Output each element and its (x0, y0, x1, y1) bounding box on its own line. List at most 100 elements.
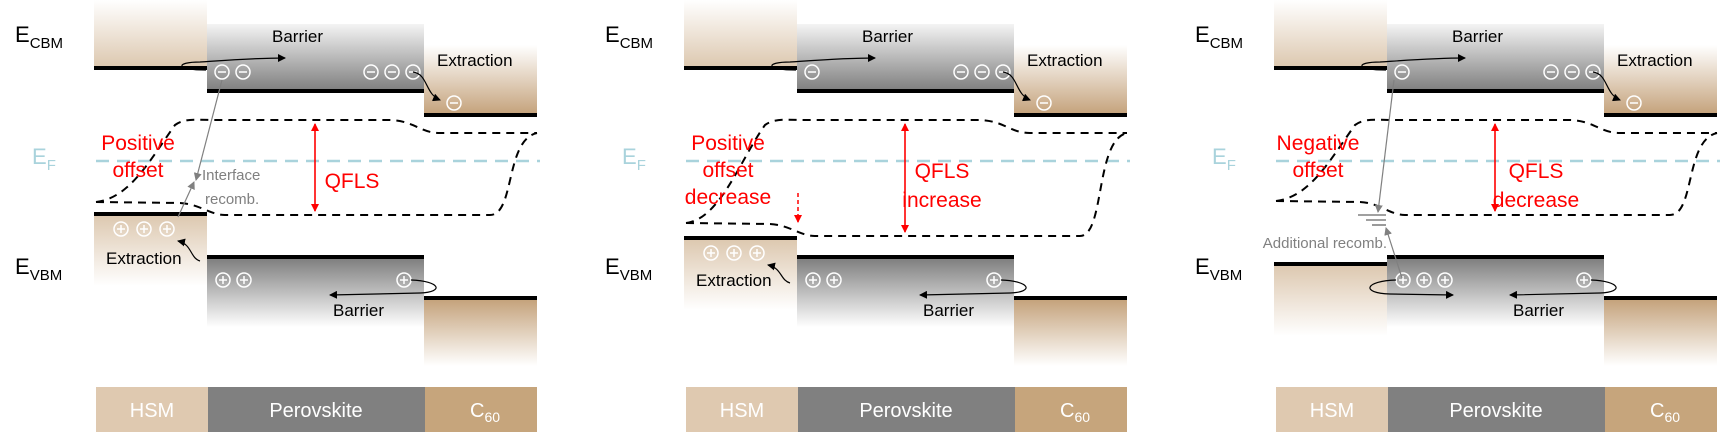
extracted-electron-icon (1626, 95, 1642, 111)
legend-c60 (425, 387, 537, 432)
evbm-label: EVBM (1195, 254, 1242, 284)
recomb-arrow-hole (1384, 227, 1403, 279)
recomb-arrow-electron (193, 79, 223, 181)
hole-icon (826, 272, 842, 288)
hole-circle (749, 245, 765, 261)
hole-circle (805, 272, 821, 288)
ef-label: EF (1212, 144, 1236, 174)
ef-label: EF (32, 144, 56, 174)
extraction-label-cbm: Extraction (437, 51, 513, 70)
legend-perovskite-label: Perovskite (269, 400, 362, 422)
barrier-label-vbm: Barrier (923, 301, 974, 320)
electron-icon (1394, 64, 1410, 80)
recomb-label-line: Interface (202, 167, 260, 184)
electron-icon (384, 64, 400, 80)
legend-hsm (1276, 387, 1388, 432)
electron-circle (1543, 64, 1559, 80)
offset-label-line: offset (1293, 159, 1344, 182)
trap-state-icon (1358, 214, 1386, 226)
hsm-vbm-line (1274, 262, 1387, 266)
barrier-arrow-cbm (181, 54, 286, 71)
extraction-arrow-cbm (412, 71, 441, 102)
hole-icon (1416, 272, 1432, 288)
c60-cbm-region (1604, 45, 1717, 116)
extraction-label-vbm: Extraction (106, 249, 182, 268)
evbm-label: EVBM (605, 254, 652, 284)
electron-circle (995, 64, 1011, 80)
perovskite-cbm-region (797, 24, 1014, 92)
ecbm-label: ECBM (605, 22, 653, 52)
c60-vbm-region (1604, 298, 1717, 366)
electron-circle (214, 64, 230, 80)
electron-circle (235, 64, 251, 80)
barrier-label-cbm: Barrier (862, 27, 913, 46)
extracted-electron-icon (1036, 95, 1052, 111)
electron-circle (1036, 95, 1052, 111)
hole-icon (236, 272, 252, 288)
hsm-vbm-line (684, 236, 797, 240)
hsm-cbm-line (1274, 66, 1387, 70)
hsm-cbm-line (684, 66, 797, 70)
hole-circle (159, 221, 175, 237)
legend-hsm (96, 387, 208, 432)
legend-c60 (1015, 387, 1127, 432)
qfls-label: QFLS (325, 170, 380, 193)
recomb-label: Additional recomb. (1263, 235, 1387, 252)
qfls-sublabel: increase (902, 189, 981, 212)
extraction-arrow-cbm (1592, 71, 1621, 102)
extraction-arrow-vbm (767, 262, 791, 284)
hsm-vbm-line (94, 212, 207, 216)
barrier-label-vbm: Barrier (333, 301, 384, 320)
hole-circle (215, 272, 231, 288)
offset-label-line: Negative (1277, 132, 1360, 155)
hole-circle (1437, 272, 1453, 288)
electron-circle (363, 64, 379, 80)
electron-circle (384, 64, 400, 80)
electron-icon (974, 64, 990, 80)
electron-circle (446, 95, 462, 111)
c60-vbm-line (1014, 296, 1127, 300)
legend-perovskite (798, 387, 1015, 432)
hole-circle (826, 272, 842, 288)
hole-icon (113, 221, 129, 237)
barrier-arrow-cbm (771, 54, 876, 71)
electron-circle (974, 64, 990, 80)
legend-perovskite-label: Perovskite (859, 400, 952, 422)
c60-cbm-region (424, 45, 537, 116)
electron-circle (804, 64, 820, 80)
hsm-vbm-region (1274, 264, 1387, 336)
extraction-arrow-vbm (177, 238, 201, 262)
legend-hsm-label: HSM (720, 400, 764, 422)
legend-c60-label: C60 (470, 400, 500, 425)
c60-vbm-region (1014, 298, 1127, 366)
evbm-label: EVBM (15, 254, 62, 284)
offset-label-line: offset (703, 159, 754, 182)
legend-c60-label: C60 (1650, 400, 1680, 425)
legend-perovskite-label: Perovskite (1449, 400, 1542, 422)
hole-icon (749, 245, 765, 261)
hsm-cbm-region (1274, 0, 1387, 68)
electron-circle (953, 64, 969, 80)
electron-circle (1626, 95, 1642, 111)
panel-positive-offset: ECBMEVBMEFQFLSPositiveoffsetBarrierExtra… (15, 0, 540, 432)
hole-icon (1437, 272, 1453, 288)
recomb-arrow-hole (177, 181, 195, 218)
hole-icon (805, 272, 821, 288)
electron-quasi-fermi-level (95, 118, 537, 203)
barrier-arrow-cbm (1361, 54, 1466, 71)
hole-quasi-fermi-level (95, 132, 538, 216)
hsm-cbm-region (684, 0, 797, 68)
hole-icon (703, 245, 719, 261)
legend-c60-label: C60 (1060, 400, 1090, 425)
electron-icon (214, 64, 230, 80)
hole-circle (726, 245, 742, 261)
qfls-label: QFLS (1509, 160, 1564, 183)
qfls-sublabel: decrease (1493, 189, 1579, 212)
c60-cbm-line (424, 113, 537, 117)
electron-icon (235, 64, 251, 80)
barrier-arrow-vbm (1509, 279, 1617, 299)
hole-circle (1416, 272, 1432, 288)
barrier-arrow-vbm (919, 279, 1027, 299)
